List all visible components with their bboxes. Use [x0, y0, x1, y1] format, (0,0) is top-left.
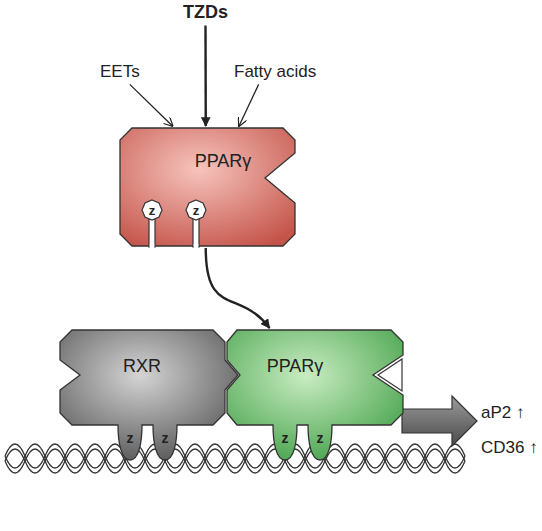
active-receptor-outline: [225, 330, 403, 470]
ligand-text: Fatty acids: [234, 62, 316, 82]
zinc-letter: z: [149, 204, 156, 217]
activation-arrow: [206, 248, 270, 328]
zinc-finger: z: [186, 200, 206, 220]
target-gene: aP2 ↑: [481, 404, 524, 421]
ligand-text: TZDs: [183, 2, 228, 24]
ligand-text: TZDs: [183, 2, 228, 24]
ligand-arrow: [239, 84, 259, 126]
ligand-arrow: [204, 26, 207, 126]
zinc-letter: z: [127, 431, 134, 445]
ligand-arrow: [130, 84, 173, 126]
zinc-letter: z: [162, 431, 169, 445]
receptor-name: PPARγ: [267, 357, 324, 375]
zinc-letter: z: [282, 431, 289, 445]
zinc-finger: z: [142, 200, 162, 220]
zinc-letter: z: [193, 204, 200, 217]
ligand-text: Fatty acids: [234, 62, 316, 82]
ligand-text: EETs: [100, 62, 140, 82]
receptor-name: RXR: [123, 357, 161, 375]
inactive-receptor-outline: [120, 128, 295, 246]
ligand-text: EETs: [100, 62, 140, 82]
target-gene: CD36 ↑: [481, 439, 538, 456]
receptor-name: PPARγ: [195, 152, 252, 170]
zinc-letter: z: [317, 431, 324, 445]
active-receptor: PPARγ z z: [225, 330, 403, 470]
rxr-receptor-outline: [60, 330, 240, 470]
inactive-receptor: PPARγ z z: [120, 128, 295, 246]
rxr-receptor: RXR z z: [60, 330, 240, 470]
